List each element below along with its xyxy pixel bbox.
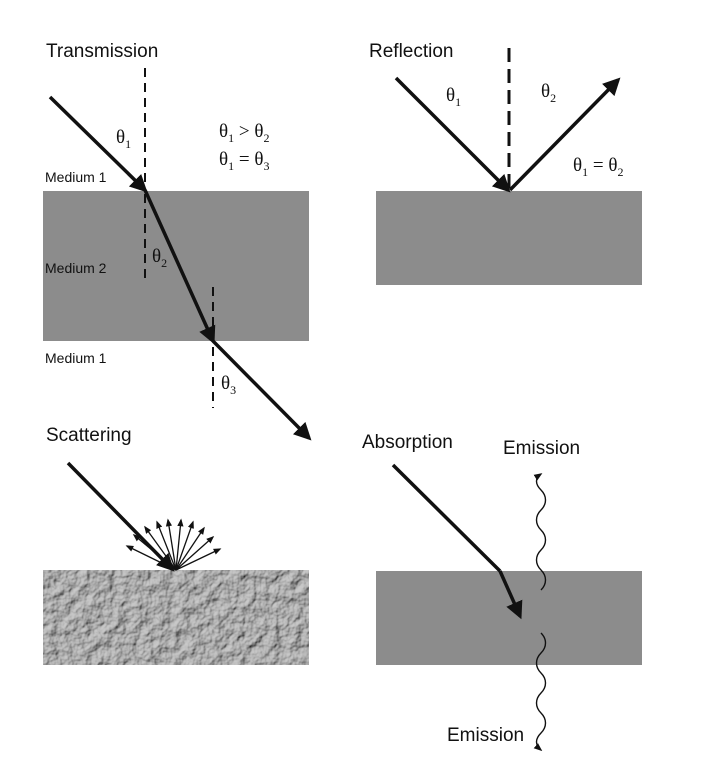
scattering-fan xyxy=(125,518,222,571)
transmission-relation-equal: θ1 = θ3 xyxy=(219,149,269,173)
transmission-title: Transmission xyxy=(46,41,158,62)
absorption-incident-ray xyxy=(391,463,502,573)
scatter-ray xyxy=(144,525,177,571)
scatter-ray xyxy=(125,545,177,571)
absorption-title: Absorption xyxy=(362,432,453,453)
reflection-theta-2: θ2 xyxy=(541,81,556,105)
reflection-reflected-ray xyxy=(508,77,621,192)
transmission-refracted-ray xyxy=(143,189,216,345)
reflection-title: Reflection xyxy=(369,41,454,62)
emission-top-label: Emission xyxy=(503,438,580,459)
scatter-ray xyxy=(175,548,222,571)
scattering-incident-ray xyxy=(66,461,175,572)
scatter-ray xyxy=(175,518,184,571)
transmission-medium-2-label: Medium 2 xyxy=(45,260,107,276)
scatter-ray xyxy=(175,526,205,571)
emission-wave-down xyxy=(533,632,547,752)
emission-wave-up xyxy=(533,473,547,591)
transmission-theta-3: θ3 xyxy=(221,373,236,397)
absorption-medium-block xyxy=(376,571,642,665)
transmission-relation-greater: θ1 > θ2 xyxy=(219,121,269,145)
reflection-medium-block xyxy=(376,191,642,285)
scatter-ray xyxy=(156,520,177,571)
reflection-incident-ray xyxy=(394,76,511,193)
scatter-ray xyxy=(175,535,215,571)
reflection-theta-1: θ1 xyxy=(446,85,461,109)
transmission-medium-1-top-label: Medium 1 xyxy=(45,169,107,185)
transmission-medium-2-block xyxy=(43,191,309,341)
scatter-ray xyxy=(165,518,177,571)
scatter-ray xyxy=(175,520,194,571)
scatter-ray xyxy=(132,534,177,571)
scattering-title: Scattering xyxy=(46,425,132,446)
transmission-exit-ray xyxy=(211,339,312,441)
transmission-incident-ray xyxy=(48,95,148,193)
transmission-theta-1: θ1 xyxy=(116,127,131,151)
transmission-theta-2: θ2 xyxy=(152,246,167,270)
scattering-rough-medium-texture xyxy=(43,570,309,665)
emission-bottom-label: Emission xyxy=(447,725,524,746)
reflection-relation: θ1 = θ2 xyxy=(573,155,623,179)
transmission-medium-1-bottom-label: Medium 1 xyxy=(45,350,107,366)
absorption-inner-ray xyxy=(498,570,523,620)
